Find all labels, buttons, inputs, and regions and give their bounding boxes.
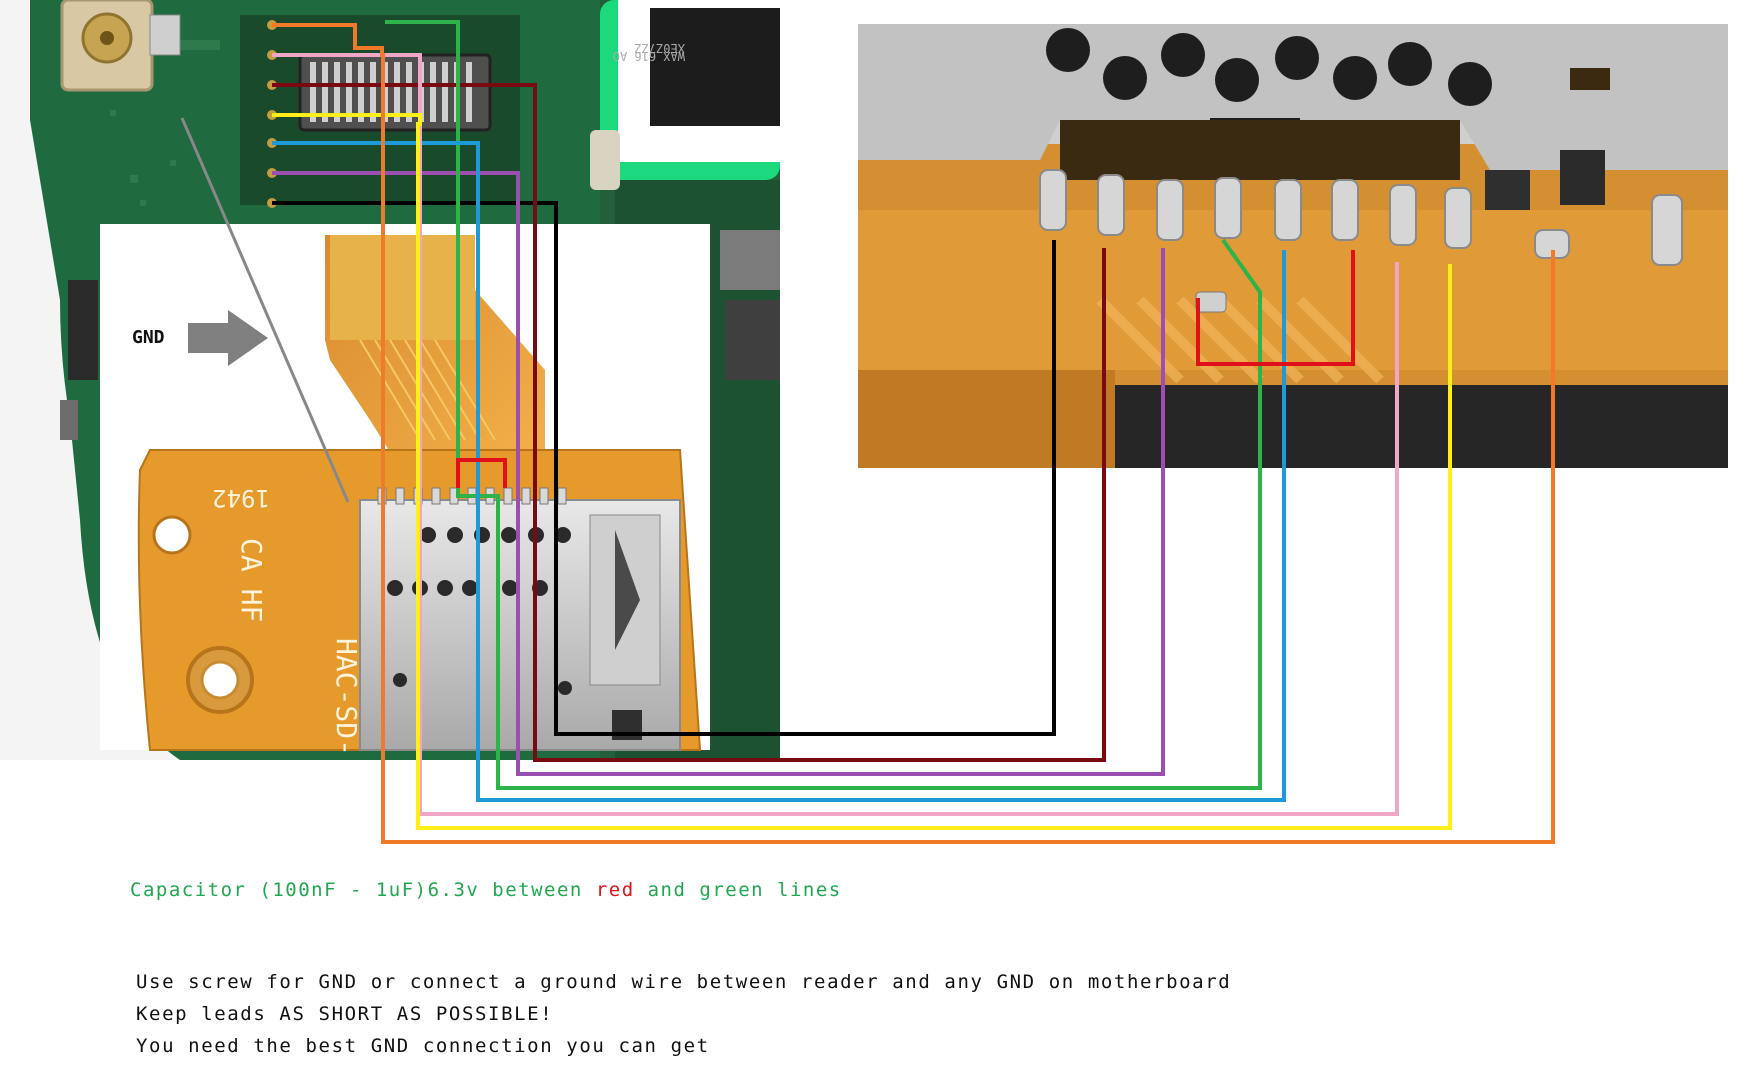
wire-red-left [456,458,507,488]
wire-black [272,201,1056,736]
closeup-photo [858,24,1728,468]
wires [272,20,1555,844]
wire-red-right [1196,250,1355,366]
chip-area: WAX 616 AO XE0Z7ZZ [600,0,780,180]
caption-part1: Capacitor (100nF - 1uF)6.3v between [130,879,583,901]
chip-label-1: WAX 616 AO [613,49,685,63]
gnd-arrow: GND [132,310,268,366]
caption-red-word: red [596,879,635,901]
capacitor-caption: Capacitor (100nF - 1uF)6.3v between red … [130,879,842,901]
board-text-cahf: CA HF [235,538,268,622]
wire-darkred [272,83,1106,762]
antenna-connector [60,0,154,92]
screw-hole [186,646,254,714]
note-line-3: You need the best GND connection you can… [136,1035,710,1057]
note-line-1: Use screw for GND or connect a ground wi… [136,971,1231,993]
chip-label-2: XE0Z7ZZ [634,41,685,55]
board-text-hac-sd: HAC-SD- [330,638,363,756]
wire-purple [272,171,1165,776]
caption-green-word: green lines [699,879,841,901]
wire-yellow [272,113,1452,830]
gnd-arrow-label: GND [132,327,165,348]
wire-orange [272,23,1555,844]
caption-and-word: and [648,879,687,901]
wire-blue [272,141,1286,802]
board-text-1942: 1942 [212,484,270,512]
wire-green [385,20,1262,790]
note-line-2: Keep leads AS SHORT AS POSSIBLE! [136,1003,553,1025]
sd-reader-photo: 1942 CA HF HAC-SD- [100,224,710,756]
gnd-wire [180,117,350,503]
